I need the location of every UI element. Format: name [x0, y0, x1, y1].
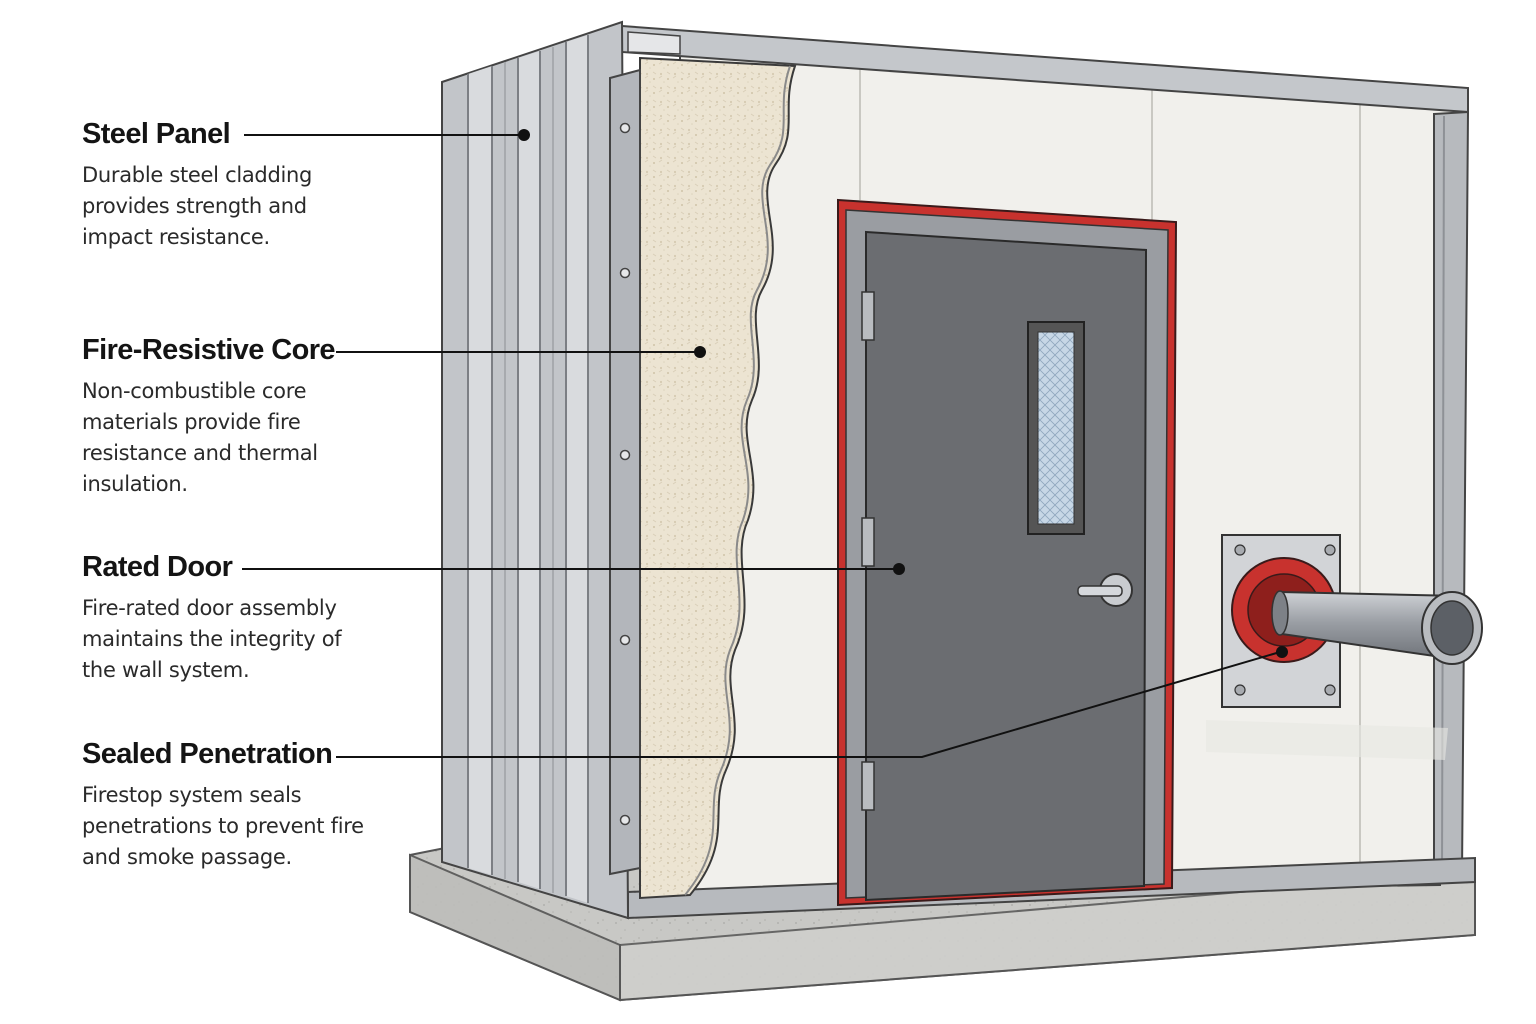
leader-penetration-dot [1276, 646, 1288, 658]
callout-description: Firestop system seals penetrations to pr… [82, 783, 364, 869]
rated-door [837, 198, 1178, 907]
leader-penetration [336, 651, 1281, 758]
steel-panel [441, 20, 641, 920]
leader-steel-panel-dot [518, 129, 530, 141]
callout-fire-resistive-core: Fire-Resistive Core Non-combustible core… [82, 332, 382, 500]
leader-door-dot [893, 563, 905, 575]
callout-title: Fire-Resistive Core [82, 334, 336, 366]
leader-core-dot [694, 346, 706, 358]
door-hinges [861, 291, 875, 811]
callout-description: Durable steel cladding provides strength… [82, 163, 313, 249]
callout-description: Non-combustible core materials provide f… [82, 379, 318, 496]
leader-lines [242, 129, 1288, 758]
fire-resistive-core [639, 56, 797, 900]
door-handle [1077, 573, 1133, 607]
callout-sealed-penetration: Sealed Penetration Firestop system seals… [82, 736, 382, 873]
callout-rated-door: Rated Door Fire-rated door assembly main… [82, 549, 382, 686]
callout-title: Steel Panel [82, 118, 231, 150]
callout-description: Fire-rated door assembly maintains the i… [82, 596, 342, 682]
callout-title: Sealed Penetration [82, 738, 333, 770]
right-steel-post [1433, 110, 1470, 878]
callout-steel-panel: Steel Panel Durable steel cladding provi… [82, 116, 382, 253]
sealed-penetration [1206, 534, 1483, 760]
callout-title: Rated Door [82, 551, 233, 583]
